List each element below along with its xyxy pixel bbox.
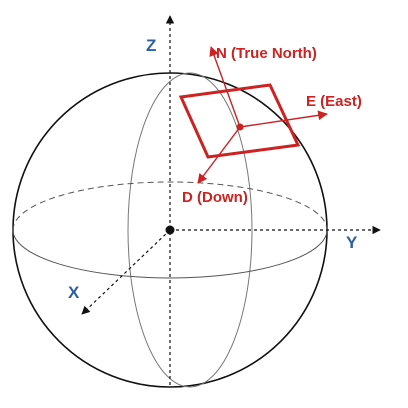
- north-label: N (True North): [216, 45, 317, 62]
- z-axis-label: Z: [146, 36, 156, 55]
- east-label: E (East): [306, 93, 362, 110]
- equator-front: [12, 229, 328, 279]
- east-arrow: [239, 110, 328, 128]
- down-arrow: [197, 126, 241, 184]
- tangent-plane: [178, 83, 301, 159]
- x-axis: [81, 229, 171, 315]
- x-axis-label: X: [68, 283, 80, 302]
- meridian-ellipse: [127, 72, 253, 388]
- down-label: D (Down): [182, 189, 248, 206]
- north-arrow: [209, 46, 241, 128]
- equator-back: [12, 181, 328, 231]
- y-axis-label: Y: [346, 233, 358, 252]
